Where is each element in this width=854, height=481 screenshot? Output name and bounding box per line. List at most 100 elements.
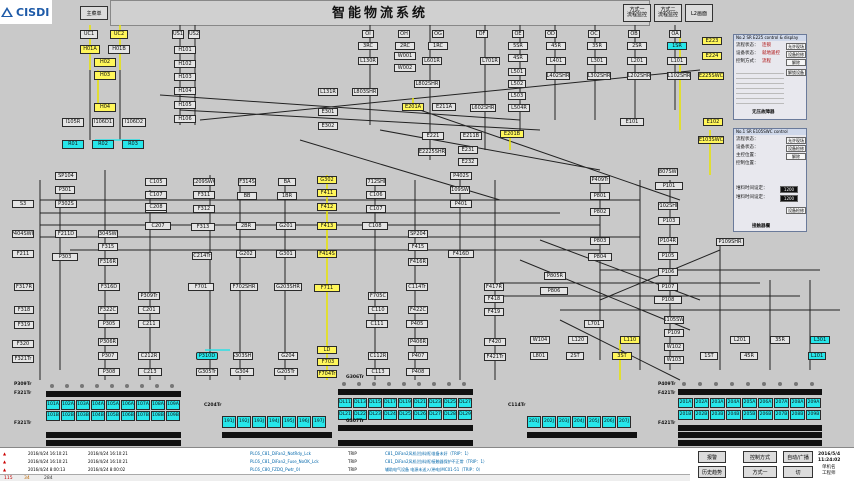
bin-192j[interactable]: 192J [237, 416, 251, 428]
equipment-3rc[interactable]: 3RC [358, 42, 378, 50]
equipment-e201a[interactable]: E201A [402, 103, 424, 111]
bin-dl26[interactable]: DL26 [413, 410, 427, 420]
bin-207a[interactable]: 207A [774, 398, 789, 408]
bin-dl23[interactable]: DL23 [368, 410, 382, 420]
equipment-g202[interactable]: G202 [236, 250, 256, 258]
equipment-f421tr[interactable]: F421Tr [484, 353, 506, 361]
equipment-p407[interactable]: P407 [408, 352, 428, 360]
equipment-f412[interactable]: F412 [317, 203, 337, 211]
equipment-e211a[interactable]: E211A [432, 103, 456, 111]
equipment-c114tr[interactable]: C114Tr [406, 283, 428, 291]
bin-204b[interactable]: 204B [726, 410, 741, 420]
alarm-row[interactable]: ▲ 2016/4/24 16:10:21 2016/4/24 16:10:21 … [0, 450, 690, 457]
equipment-f703[interactable]: F703 [317, 358, 339, 366]
bin-dl23[interactable]: DL23 [428, 398, 442, 408]
bin-106a[interactable]: 106A [121, 400, 135, 410]
equipment-l201[interactable]: L201 [730, 336, 750, 344]
equipment-f320[interactable]: F320 [12, 340, 34, 348]
mode1-button[interactable]: 方式一 [743, 466, 777, 478]
unlock-device-button[interactable]: 解锁设备 [786, 69, 806, 76]
equipment-5sr[interactable]: 5SR [508, 42, 528, 50]
equipment-f415[interactable]: F415 [408, 243, 428, 251]
equipment-g303shr[interactable]: G303SHR [233, 352, 253, 360]
bin-102b[interactable]: 102B [61, 411, 75, 421]
equipment-h104[interactable]: H104 [174, 87, 196, 95]
maintenance-button[interactable]: 设备检修 [786, 145, 806, 152]
equipment-p305[interactable]: P305 [98, 320, 120, 328]
bin-208a[interactable]: 208A [790, 398, 805, 408]
equipment-p307[interactable]: P307 [98, 352, 118, 360]
equipment-g304[interactable]: G304 [230, 368, 254, 376]
bin-104b[interactable]: 104B [91, 411, 105, 421]
bin-dl19[interactable]: DL19 [398, 398, 412, 408]
bin-209a[interactable]: 209A [806, 398, 821, 408]
equipment-c112r[interactable]: C112R [368, 352, 388, 360]
bin-201b[interactable]: 201B [678, 410, 693, 420]
equipment-g305tr[interactable]: G305Tr [196, 368, 218, 376]
bin-102a[interactable]: 102A [61, 400, 75, 410]
equipment-p405[interactable]: P405 [406, 320, 428, 328]
bin-103a[interactable]: 103A [76, 400, 90, 410]
equipment-p802[interactable]: P802 [590, 208, 610, 216]
equipment-c108[interactable]: C108 [362, 222, 388, 230]
equipment-p806[interactable]: P806 [540, 287, 568, 295]
equipment-c113[interactable]: C113 [366, 368, 390, 376]
equipment-us1[interactable]: US1 [172, 30, 184, 39]
equipment-p109[interactable]: P109 [664, 329, 684, 337]
l2-screen-button[interactable]: L2画面 [685, 4, 713, 22]
bin-202j[interactable]: 202J [542, 416, 556, 428]
equipment-h103[interactable]: H103 [174, 73, 196, 81]
equipment-h101[interactable]: H101 [174, 46, 196, 54]
equipment-c109swc[interactable]: C109SWC [450, 186, 470, 194]
release-button[interactable]: 解除 [786, 59, 806, 66]
bin-202a[interactable]: 202A [694, 398, 709, 408]
equipment-w002[interactable]: W002 [394, 64, 416, 72]
equipment-l801[interactable]: L801 [530, 352, 548, 360]
equipment-p108[interactable]: P108 [654, 296, 682, 304]
equipment-35r[interactable]: 35R [770, 336, 790, 344]
equipment-4sr[interactable]: 4SR [508, 54, 528, 62]
bin-103b[interactable]: 103B [76, 411, 90, 421]
equipment-e101[interactable]: E101 [620, 118, 644, 126]
equipment-p102shr[interactable]: P102SHR [658, 202, 678, 210]
equipment-r02[interactable]: R02 [92, 140, 114, 149]
equipment-1br[interactable]: 1BR [277, 192, 297, 200]
bin-204j[interactable]: 204J [572, 416, 586, 428]
equipment-f704tr[interactable]: F704Tr [317, 370, 337, 378]
bin-dl24[interactable]: DL24 [383, 410, 397, 420]
equipment-e201b[interactable]: E201B [500, 130, 524, 138]
equipment-1st[interactable]: 1ST [700, 352, 718, 360]
equipment-f417r[interactable]: F417R [484, 283, 504, 291]
equipment-p408[interactable]: P408 [406, 368, 430, 376]
alarm-row[interactable]: ▲ 2016/4/24 16:10:21 2016/4/24 16:10:21 … [0, 458, 690, 465]
equipment-e302[interactable]: E302 [318, 122, 338, 130]
equipment-l131r[interactable]: L131R [318, 88, 338, 96]
bin-dl11[interactable]: DL11 [338, 398, 352, 408]
equipment-f411[interactable]: F411 [317, 189, 337, 197]
bin-206b[interactable]: 206B [758, 410, 773, 420]
equipment-2sr[interactable]: 2SR [627, 42, 647, 50]
equipment-c110[interactable]: C110 [368, 306, 388, 314]
equipment-e301[interactable]: E301 [318, 108, 338, 116]
equipment-p106[interactable]: P106 [658, 268, 678, 276]
bin-195j[interactable]: 195J [282, 416, 296, 428]
bin-dl25[interactable]: DL25 [443, 398, 457, 408]
bin-203j[interactable]: 203J [557, 416, 571, 428]
equipment-g201[interactable]: G201 [276, 222, 296, 230]
equipment-l501[interactable]: L501 [508, 68, 526, 76]
equipment-p401[interactable]: P401 [450, 200, 472, 208]
equipment-e2225shr[interactable]: E2225SHR [418, 148, 446, 156]
bin-dl17[interactable]: DL17 [383, 398, 397, 408]
equipment-1sr[interactable]: 1SR [667, 42, 687, 50]
bin-107b[interactable]: 107B [136, 411, 150, 421]
equipment-bb[interactable]: BB [237, 192, 257, 200]
equipment-h102[interactable]: H102 [174, 60, 196, 68]
bin-105b[interactable]: 105B [106, 411, 120, 421]
equipment-p301[interactable]: P301 [55, 186, 75, 194]
equipment-p309tr[interactable]: P309Tr [138, 292, 160, 300]
equipment-p801[interactable]: P801 [590, 192, 610, 200]
bin-dl29[interactable]: DL29 [458, 410, 472, 420]
bin-104a[interactable]: 104A [91, 400, 105, 410]
equipment-g302[interactable]: G302 [317, 176, 337, 184]
bin-197j[interactable]: 197J [312, 416, 326, 428]
